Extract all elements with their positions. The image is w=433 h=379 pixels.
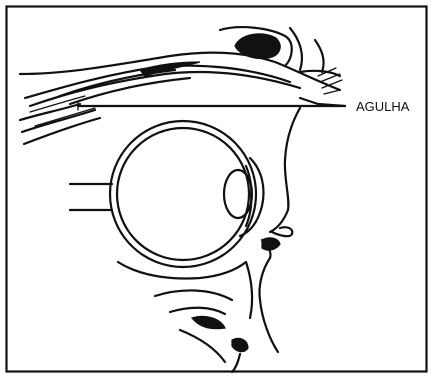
face-profile <box>259 108 300 352</box>
optic-nerve <box>70 184 112 210</box>
figure-frame <box>7 7 427 372</box>
eyeball <box>110 121 264 267</box>
needle <box>78 98 345 110</box>
maxillary-sinus <box>192 316 225 328</box>
needle-label: AGULHA <box>356 99 410 114</box>
lower-dark-mark <box>232 338 248 351</box>
lower-orbit <box>118 262 252 372</box>
